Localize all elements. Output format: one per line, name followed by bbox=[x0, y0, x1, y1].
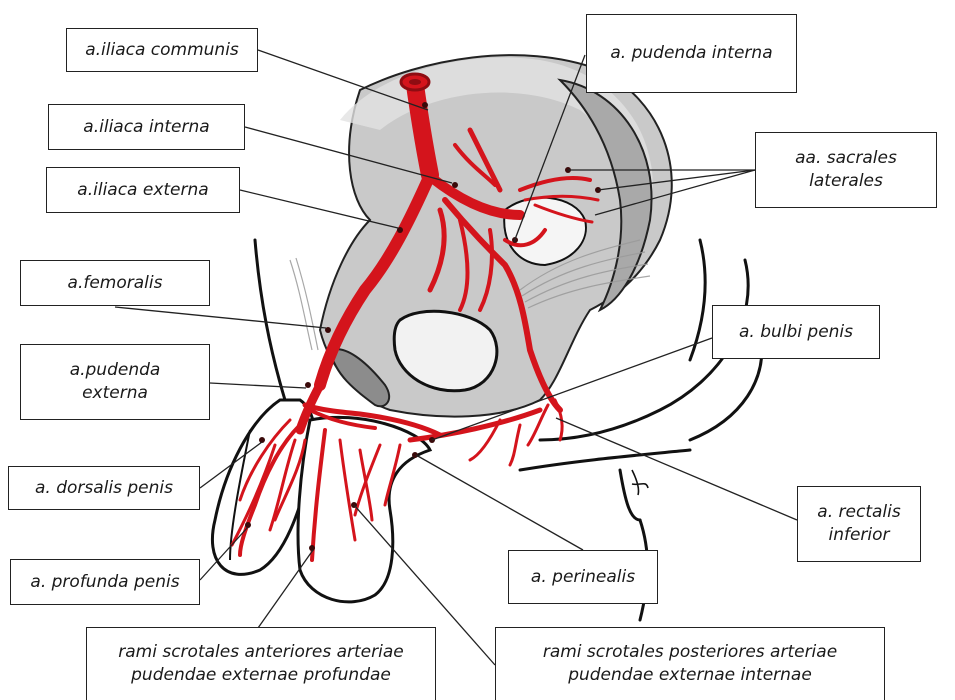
label-bulbi-penis: a. bulbi penis bbox=[712, 305, 880, 359]
label-rectalis-inferior: a. rectalis inferior bbox=[797, 486, 921, 562]
label-profunda-penis: a. profunda penis bbox=[10, 559, 200, 605]
label-iliaca-interna: a.iliaca interna bbox=[48, 104, 245, 150]
label-sacrales-laterales: aa. sacrales laterales bbox=[755, 132, 937, 208]
label-iliaca-externa: a.iliaca externa bbox=[46, 167, 240, 213]
pelvic-bone bbox=[320, 55, 672, 416]
label-dorsalis-penis: a. dorsalis penis bbox=[8, 466, 200, 510]
label-rami-scrotales-anteriores: rami scrotales anteriores arteriae puden… bbox=[86, 627, 436, 700]
label-perinealis: a. perinealis bbox=[508, 550, 658, 604]
label-pudenda-externa: a.pudenda externa bbox=[20, 344, 210, 420]
external-genitalia bbox=[212, 400, 430, 602]
label-rami-scrotales-posteriores: rami scrotales posteriores arteriae pude… bbox=[495, 627, 885, 700]
artist-signature bbox=[632, 470, 648, 495]
label-pudenda-interna: a. pudenda interna bbox=[586, 14, 797, 93]
label-femoralis: a.femoralis bbox=[20, 260, 210, 306]
label-iliaca-communis: a.iliaca communis bbox=[66, 28, 258, 72]
